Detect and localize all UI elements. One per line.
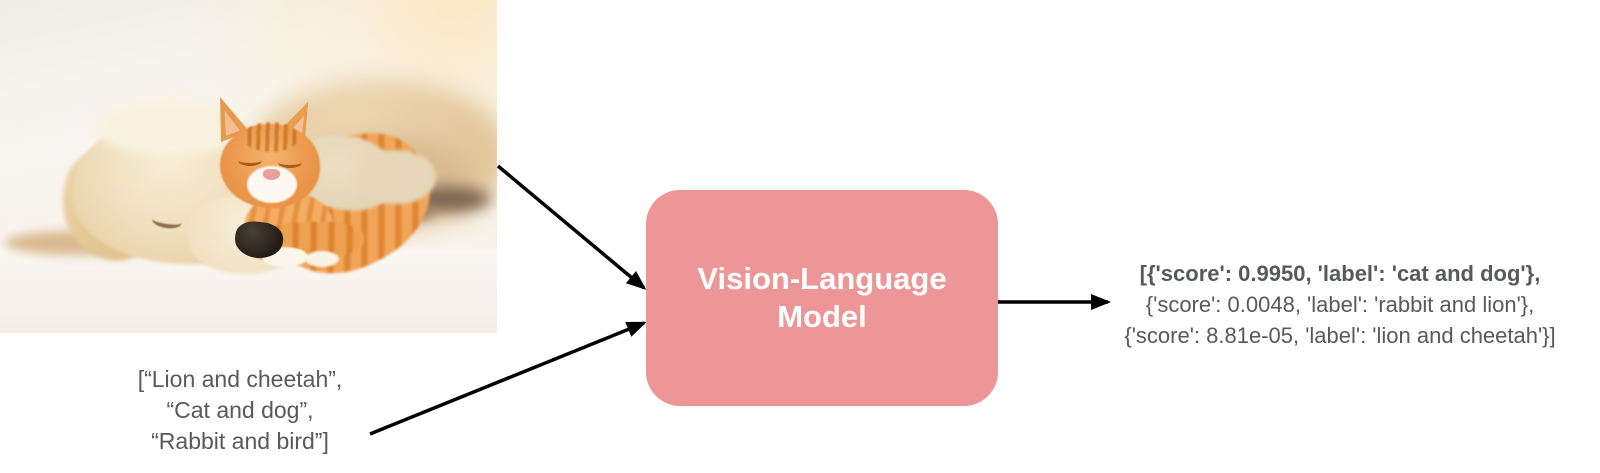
kitten-tabby-stripes	[243, 122, 299, 152]
kitten-closed-eye-right	[278, 157, 302, 168]
candidate-labels-line-1: [“Lion and cheetah”,	[137, 366, 343, 392]
blanket-fold2-shape	[358, 150, 436, 204]
model-label-line-2: Model	[777, 299, 867, 334]
vision-language-model-box: Vision-Language Model	[646, 190, 998, 406]
candidate-labels-line-2: “Cat and dog”,	[166, 397, 314, 423]
model-label-line-1: Vision-Language	[697, 261, 947, 296]
arrow-labels-to-model	[369, 321, 647, 436]
kitten-closed-eye-left	[238, 155, 262, 166]
kitten-nose-shape	[263, 169, 280, 180]
pet-photo	[0, 0, 497, 333]
candidate-labels-text: [“Lion and cheetah”, “Cat and dog”, “Rab…	[90, 364, 390, 457]
candidate-labels-line-3: “Rabbit and bird”]	[151, 428, 329, 454]
output-line-3: {'score': 8.81e-05, 'label': 'lion and c…	[1124, 323, 1556, 348]
arrow-image-to-model	[496, 164, 647, 290]
model-output-text: [{'score': 0.9950, 'label': 'cat and dog…	[1080, 258, 1600, 351]
kitten-paw2-shape	[305, 251, 339, 267]
output-line-2: {'score': 0.0048, 'label': 'rabbit and l…	[1145, 292, 1535, 317]
output-line-1: [{'score': 0.9950, 'label': 'cat and dog…	[1139, 261, 1541, 286]
puppy-head-fluff-shape	[95, 98, 247, 156]
